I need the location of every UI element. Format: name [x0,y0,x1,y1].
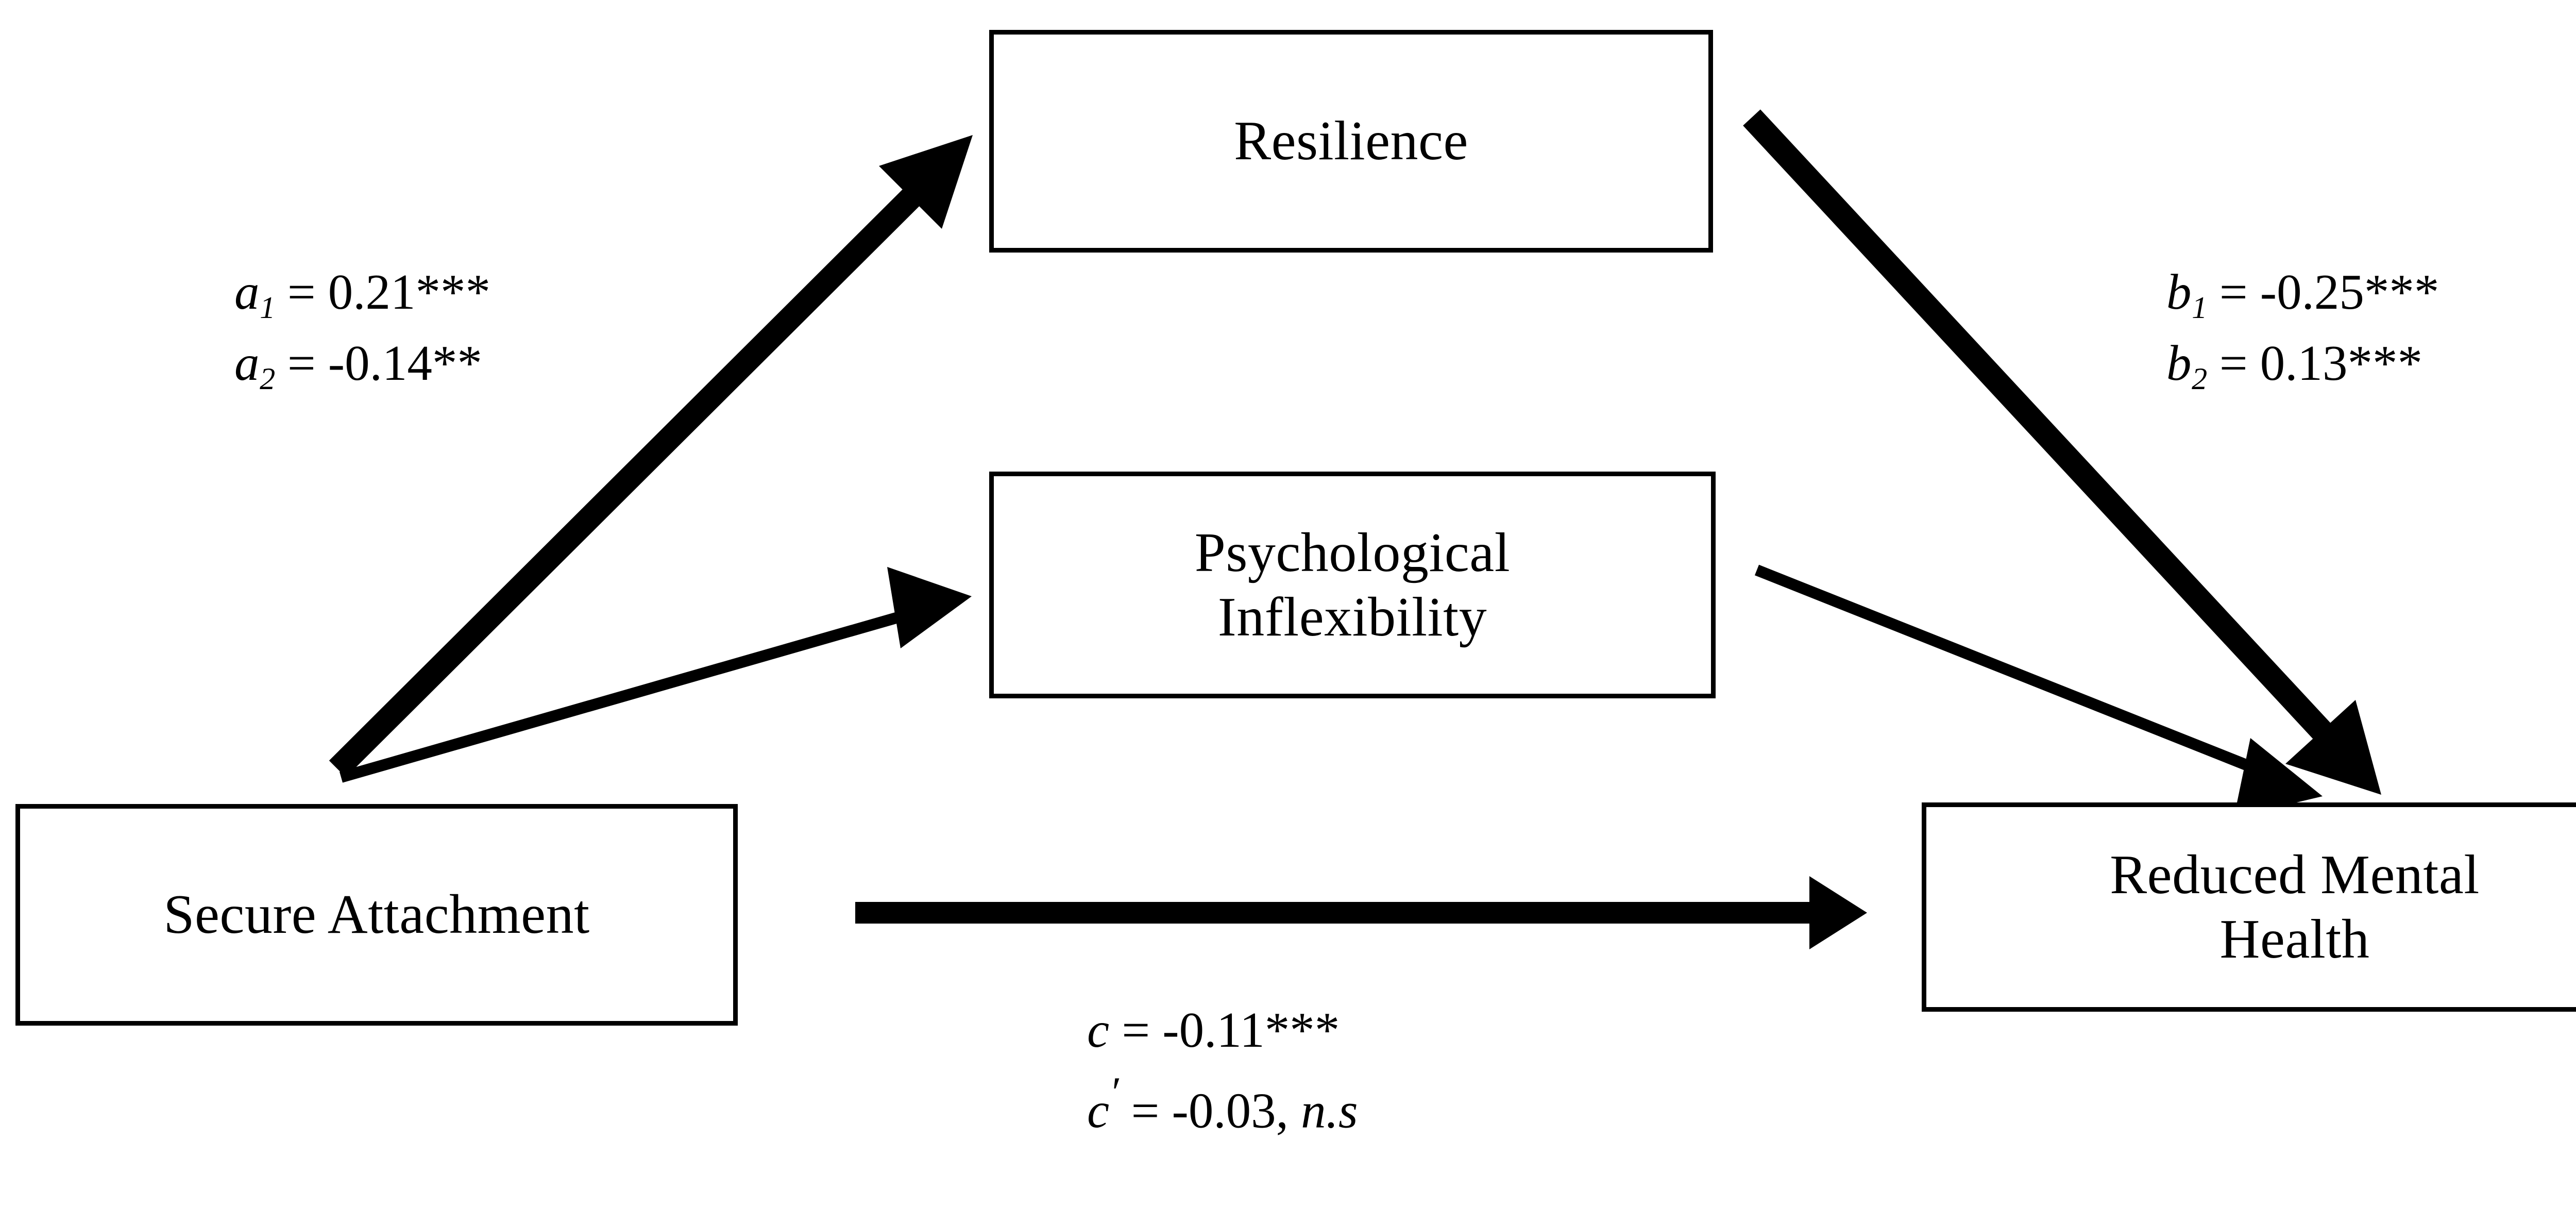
coefficient-symbol-c-prime: c′ [1087,1069,1119,1138]
equals-c-prime: = [1118,1083,1172,1138]
coefficient-symbol-b1: b1 [2166,264,2208,326]
subscript-b1: 1 [2192,291,2208,326]
node-box-reduced-mental-health[interactable]: Reduced Mental Health [1922,802,2576,1012]
node-label-reduced-mental-health: Reduced Mental Health [2110,844,2480,970]
value-a1: 0.21 [328,264,416,320]
stars-a1: *** [415,264,491,320]
arrow-secure-attachment-to-reduced-mental-health [855,876,1867,949]
stars-c: *** [1264,1002,1340,1058]
value-a2: -0.14 [328,335,432,391]
coefficient-symbol-a1: a1 [234,264,276,326]
coefficient-symbol-b2: b2 [2166,335,2208,396]
arrow-secure-attachment-to-psychological-inflexibility [339,567,972,783]
path-label-b-coefficients: b1 = -0.25*** b2 = 0.13*** [2166,257,2439,398]
path-label-a-coefficients: a1 = 0.21*** a2 = -0.14** [234,257,490,398]
equals-c: = [1109,1002,1163,1058]
equals-a2: = [275,335,328,391]
subscript-b2: 2 [2192,361,2208,396]
node-label-resilience: Resilience [1234,110,1468,172]
suffix-c-prime: , [1276,1083,1301,1138]
equals-b1: = [2207,264,2260,320]
coefficient-symbol-a2: a2 [234,335,276,396]
stars-b1: *** [2364,264,2439,320]
value-b2: 0.13 [2260,335,2348,391]
equals-b2: = [2207,335,2260,391]
path-label-c-row: c = -0.11*** [1087,995,1358,1066]
equals-a1: = [275,264,328,320]
path-label-c-coefficients: c = -0.11*** c′ = -0.03, n.s [1087,995,1358,1146]
value-c: -0.11 [1162,1002,1265,1058]
node-box-secure-attachment[interactable]: Secure Attachment [15,804,738,1026]
stars-a2: ** [432,335,482,391]
arrow-psychological-inflexibility-to-reduced-mental-health [1754,564,2323,817]
value-c-prime: -0.03 [1172,1083,1276,1138]
node-label-psychological-inflexibility: Psychological Inflexibility [1194,522,1511,648]
stars-b2: *** [2347,335,2423,391]
node-box-psychological-inflexibility[interactable]: Psychological Inflexibility [989,472,1716,698]
coefficient-symbol-c: c [1087,1002,1110,1058]
path-label-a2-row: a2 = -0.14** [234,328,490,399]
path-label-b2-row: b2 = 0.13*** [2166,328,2439,399]
significance-c-prime: n.s [1301,1083,1358,1138]
path-label-c-prime-row: c′ = -0.03, n.s [1087,1066,1358,1146]
prime-mark-c: ′ [1109,1069,1119,1117]
arrow-secure-attachment-to-resilience [329,135,973,778]
path-label-b1-row: b1 = -0.25*** [2166,257,2439,328]
arrow-resilience-to-reduced-mental-health [1743,109,2381,795]
subscript-a1: 1 [260,291,276,326]
node-label-secure-attachment: Secure Attachment [163,884,590,946]
path-label-a1-row: a1 = 0.21*** [234,257,490,328]
value-b1: -0.25 [2260,264,2364,320]
subscript-a2: 2 [260,361,276,396]
node-box-resilience[interactable]: Resilience [989,30,1713,253]
